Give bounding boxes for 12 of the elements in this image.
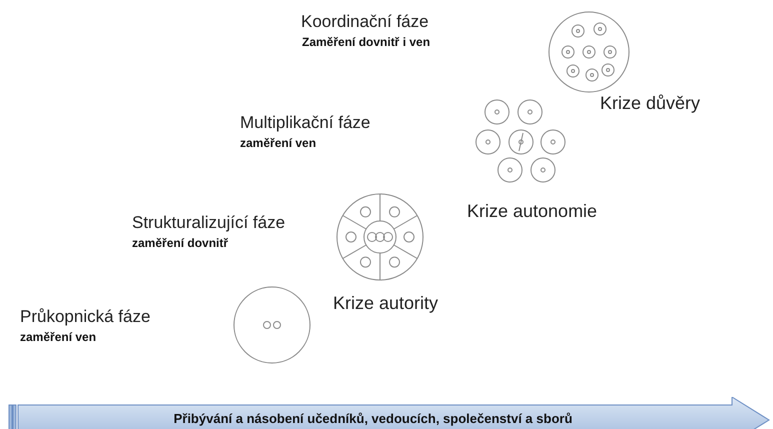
phase-subtitle: zaměření ven bbox=[20, 330, 96, 344]
arrow-text: Přibývání a násobení učedníků, vedoucích, společenství a sborů bbox=[172, 411, 574, 426]
phase-title: Průkopnická fáze bbox=[20, 307, 150, 327]
crisis-label: Krize autority bbox=[333, 293, 438, 314]
crisis-label: Krize důvěry bbox=[600, 93, 700, 114]
phase-title: Strukturalizující fáze bbox=[132, 213, 286, 233]
crisis-label: Krize autonomie bbox=[467, 201, 598, 222]
phase-title: Koordinační fáze bbox=[301, 12, 429, 32]
phase-subtitle: zaměření ven bbox=[240, 136, 316, 150]
phase-subtitle: zaměření dovnitř bbox=[132, 236, 228, 250]
phase-title: Multiplikační fáze bbox=[240, 113, 370, 133]
phase-subtitle: Zaměření dovnitř i ven bbox=[302, 35, 430, 49]
